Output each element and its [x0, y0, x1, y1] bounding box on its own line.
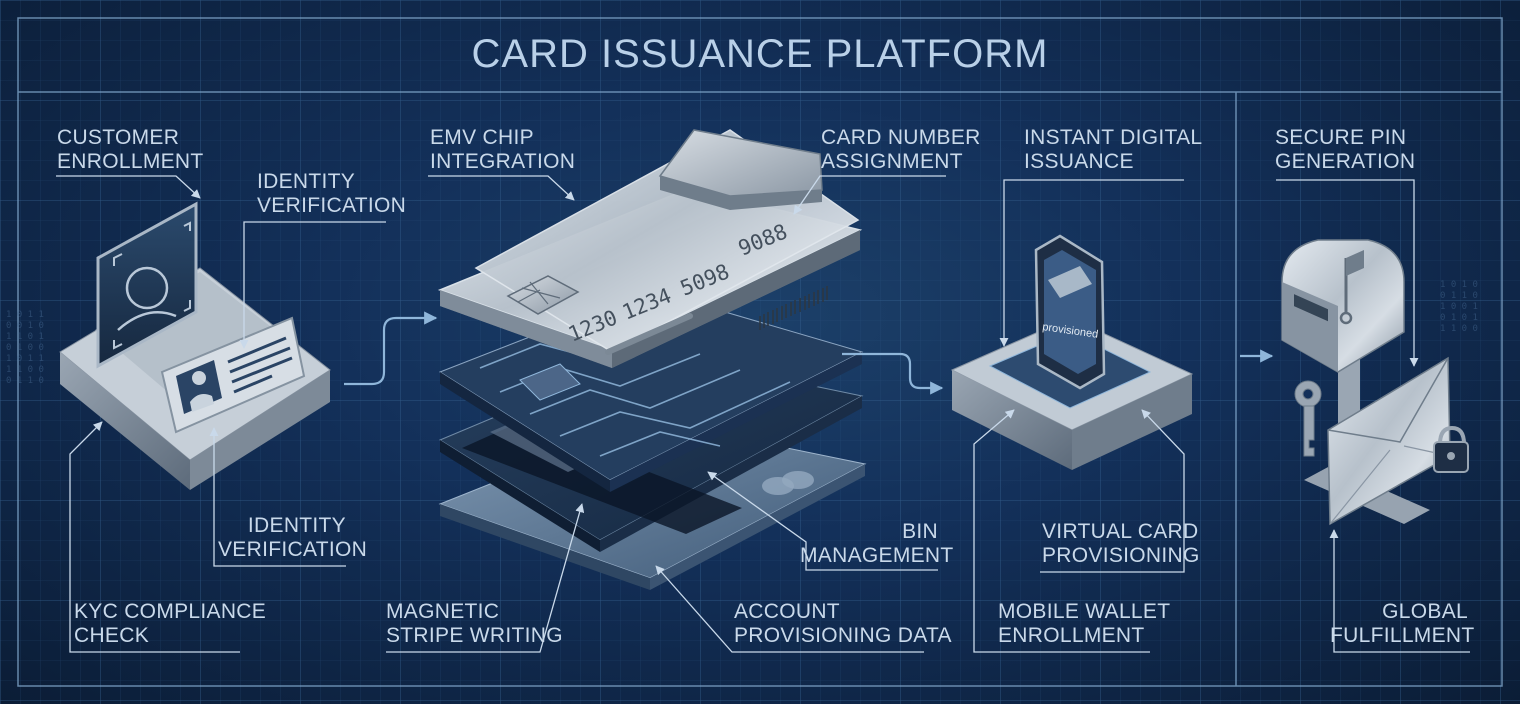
card-layer-stack: 1230 1234 5098 9088	[437, 129, 867, 590]
mailbox-icon	[1281, 239, 1405, 373]
face-scan-icon	[96, 201, 198, 369]
diagram-frame	[17, 17, 1503, 687]
flow-arrow-icon	[344, 311, 1274, 395]
barcode-icon	[759, 286, 828, 330]
enrollment-kiosk	[59, 201, 331, 490]
padlock-icon	[1433, 425, 1469, 473]
smartphone-icon: provisioned	[1034, 234, 1106, 390]
leader-lines	[56, 175, 1470, 653]
key-icon	[1294, 380, 1322, 457]
fulfillment-mailbox	[1281, 239, 1469, 526]
diagram-title: CARD ISSUANCE PLATFORM	[471, 32, 1049, 76]
mobile-provisioning-pedestal: provisioned	[950, 234, 1194, 470]
emv-chip-icon	[506, 275, 580, 315]
id-card-icon	[160, 316, 306, 434]
